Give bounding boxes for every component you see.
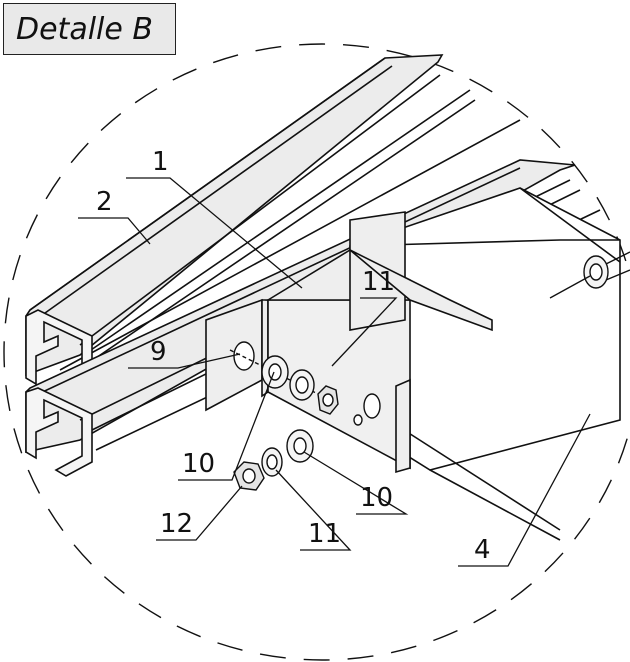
leader-11-lower — [275, 469, 352, 551]
callout-11-lower: 11 — [308, 519, 341, 549]
leader-10-upper — [178, 371, 275, 481]
leader-10-lower — [303, 451, 409, 515]
callout-11-upper: 11 — [362, 267, 395, 297]
washer-10-upper — [261, 355, 289, 389]
callout-12: 12 — [160, 509, 193, 539]
detail-title: Detalle B — [3, 3, 176, 55]
callout-4: 4 — [474, 535, 491, 565]
callout-1: 1 — [152, 147, 169, 177]
callout-10-upper: 10 — [182, 449, 215, 479]
leader-2 — [78, 217, 151, 245]
callout-2: 2 — [96, 187, 113, 217]
square-tube — [349, 187, 621, 541]
callout-10-lower: 10 — [360, 483, 393, 513]
leader-12 — [156, 485, 243, 541]
leader-4 — [458, 413, 591, 567]
callout-9: 9 — [150, 337, 167, 367]
washer-10-lower — [286, 429, 314, 463]
detail-boundary-circle — [3, 43, 630, 661]
leader-9 — [128, 353, 241, 369]
lock-washer-11-upper — [289, 369, 315, 401]
channel-profile-upper — [25, 54, 521, 401]
leader-lines — [78, 177, 591, 567]
nut-12 — [233, 461, 265, 491]
leader-1 — [126, 177, 303, 289]
leader-right — [549, 275, 591, 299]
lock-washer-11-lower — [261, 447, 283, 477]
nut-upper — [317, 385, 339, 415]
washer-right — [583, 251, 630, 289]
leader-11-upper — [331, 297, 398, 367]
